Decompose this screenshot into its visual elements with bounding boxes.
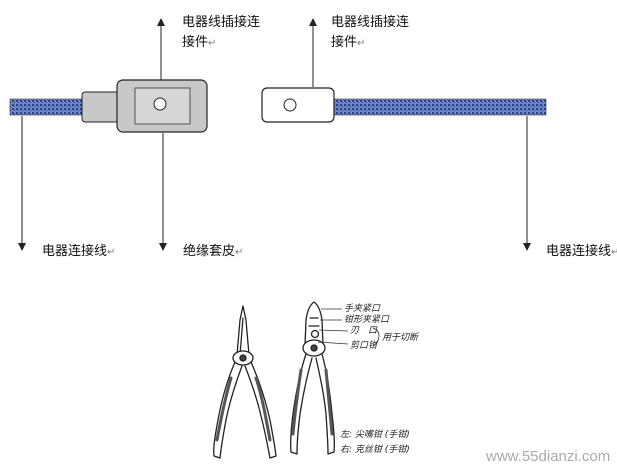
label-right-connector-line1: 电器线插接连	[331, 14, 409, 30]
callout-hand-clamp: 手夹紧口	[344, 303, 381, 314]
label-wire-right: 电器连接线↵	[546, 243, 617, 259]
pliers-callout-lines	[317, 308, 380, 347]
callout-clamp-jaw: 钳形夹紧口	[344, 314, 390, 325]
connector-body-right	[261, 87, 335, 123]
return-mark: ↵	[357, 38, 365, 49]
caption-right-pliers: 右: 克丝钳 (手钳)	[340, 444, 410, 455]
label-wire-left: 电器连接线↵	[42, 243, 115, 259]
callout-blade: 刃 口	[350, 326, 378, 336]
needle-nose-pliers-illustration	[213, 305, 277, 459]
caption-left-pliers: 左: 尖嘴钳 (手钳)	[340, 429, 410, 440]
right-connector	[261, 87, 335, 123]
left-connector	[81, 79, 208, 133]
combination-pliers-illustration	[289, 301, 336, 455]
label-right-connector-line2: 接件↵	[331, 34, 365, 50]
label-right-connector-text: 接件	[331, 34, 357, 50]
label-left-connector-line1: 电器线插接连	[182, 14, 260, 30]
label-wire-left-text: 电器连接线	[42, 243, 107, 259]
label-left-connector-text: 接件	[182, 34, 208, 50]
connector-hole-right	[283, 98, 297, 112]
return-mark: ↵	[235, 247, 243, 258]
connector-hole	[153, 97, 167, 111]
jaw-notch	[310, 329, 320, 339]
label-left-connector-line2: 接件↵	[182, 34, 216, 50]
insulating-sleeve	[81, 91, 123, 123]
return-mark: ↵	[208, 38, 216, 49]
return-mark: ↵	[107, 247, 115, 258]
label-sleeve: 绝缘套皮↵	[183, 243, 243, 259]
label-sleeve-text: 绝缘套皮	[183, 243, 235, 259]
return-mark: ↵	[611, 247, 617, 258]
wire-right	[333, 98, 547, 116]
callout-cutter: 剪口钳	[350, 340, 379, 351]
callout-for-cutting: 用于切断	[382, 332, 420, 343]
label-wire-right-text: 电器连接线	[546, 243, 611, 259]
watermark: www.55dianzi.com	[485, 448, 610, 465]
wire-left	[9, 98, 86, 116]
